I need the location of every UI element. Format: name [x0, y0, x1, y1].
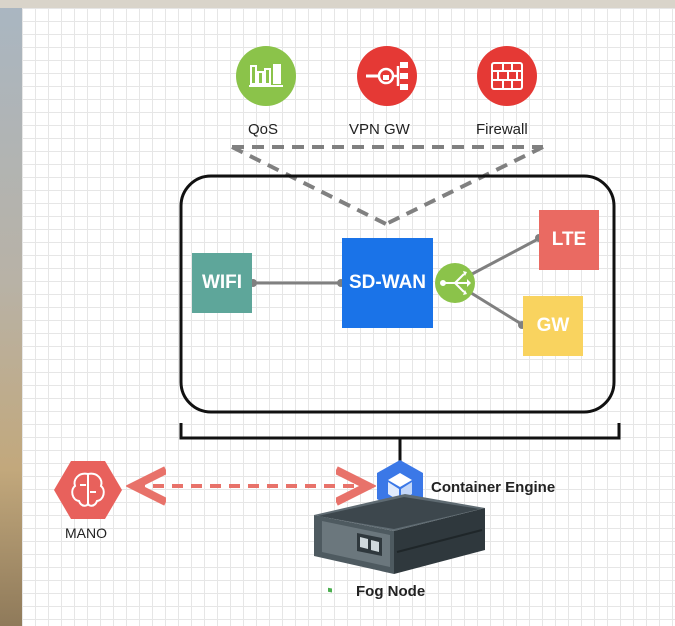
fog-node-label: Fog Node [356, 583, 426, 600]
qos-label: QoS [248, 121, 279, 138]
vpn-gateway-icon[interactable] [357, 46, 417, 106]
firewall-icon[interactable] [477, 46, 537, 106]
sdwan-node[interactable]: SD-WAN [342, 238, 433, 328]
wifi-node[interactable]: WIFI [192, 253, 252, 313]
fog-node-server-icon[interactable] [314, 494, 485, 593]
background-photo-top [0, 0, 675, 8]
splitter-icon[interactable] [435, 263, 475, 303]
background-photo-left [0, 0, 22, 626]
sdwan-container-box [179, 174, 616, 414]
mano-icon[interactable] [54, 461, 122, 519]
qos-icon[interactable] [236, 46, 296, 106]
container-engine-label: Container Engine [431, 479, 556, 496]
gw-node[interactable]: GW [523, 296, 583, 356]
firewall-label: Firewall [476, 121, 528, 138]
mano-label: MANO [65, 525, 107, 541]
service-funnel-lines [231, 145, 544, 226]
lte-node[interactable]: LTE [539, 210, 599, 270]
vpn-gateway-label: VPN GW [349, 121, 410, 138]
